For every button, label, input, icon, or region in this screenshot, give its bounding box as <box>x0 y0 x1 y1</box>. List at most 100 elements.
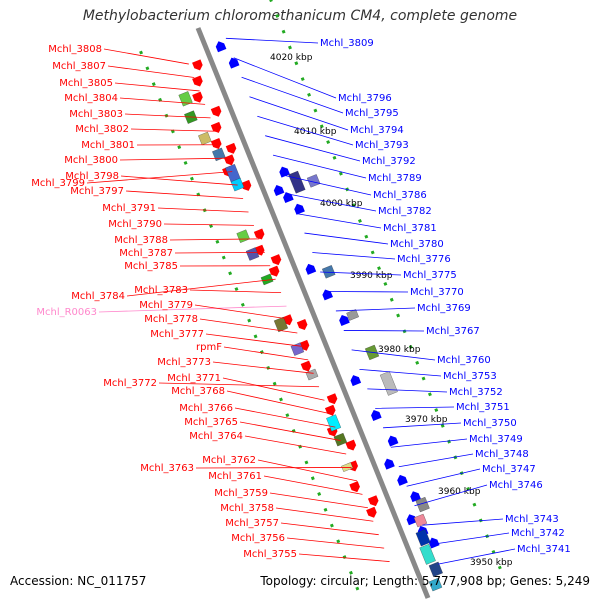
genome-backbone <box>195 27 431 599</box>
right-gene-label: Mchl_3749 <box>469 434 523 445</box>
feature-block <box>236 229 250 243</box>
forward-gene-arrow <box>324 404 336 416</box>
label-leader-line <box>280 174 372 196</box>
feature-block <box>260 273 274 286</box>
label-leader-line <box>390 438 468 448</box>
right-gene-label: Mchl_3775 <box>403 270 457 281</box>
reverse-gene-arrow <box>387 435 399 447</box>
kbp-label: 4020 kbp <box>270 53 313 63</box>
label-leader-line <box>169 238 260 241</box>
reverse-gene-arrow <box>305 263 317 275</box>
label-leader-line <box>414 484 488 507</box>
feature-block <box>305 368 319 381</box>
reverse-gene-arrow <box>283 192 294 204</box>
right-gene-label: Mchl_3770 <box>410 287 464 298</box>
label-leader-line <box>226 390 330 415</box>
label-leader-line <box>212 361 314 374</box>
label-leader-line <box>359 368 442 377</box>
right-gene-label: Mchl_3753 <box>443 371 497 382</box>
right-gene-label: Mchl_3767 <box>426 326 480 337</box>
left-gene-label: Mchl_3771 <box>167 373 221 384</box>
left-gene-label: Mchl_3799 <box>31 178 85 189</box>
reverse-gene-arrow <box>228 57 240 69</box>
label-leader-line <box>298 553 390 562</box>
label-leader-line <box>312 252 396 260</box>
feature-block <box>413 513 428 528</box>
forward-gene-arrow <box>349 481 360 493</box>
right-gene-label: Mchl_3750 <box>463 418 517 429</box>
label-leader-line <box>225 37 319 44</box>
feature-block <box>415 529 431 547</box>
label-leader-line <box>398 453 474 468</box>
left-gene-label: Mchl_3772 <box>103 378 157 389</box>
reverse-gene-arrow <box>406 514 418 526</box>
left-gene-label: Mchl_3762 <box>202 455 256 466</box>
feature-block <box>230 177 245 192</box>
label-leader-line <box>119 157 227 161</box>
left-gene-label: Mchl_3788 <box>114 235 168 246</box>
label-leader-line <box>249 96 349 131</box>
forward-gene-arrow <box>223 154 235 166</box>
label-leader-line <box>275 507 374 522</box>
label-leader-line <box>199 318 298 334</box>
feature-block <box>212 147 226 162</box>
right-gene-label: Mchl_3747 <box>482 464 536 475</box>
label-leader-line <box>406 468 481 487</box>
right-gene-label: Mchl_3751 <box>456 402 510 413</box>
left-gene-label: Mchl_3765 <box>184 417 238 428</box>
label-leader-line <box>205 333 303 347</box>
kbp-label: 3980 kbp <box>378 345 421 355</box>
reverse-gene-arrow <box>428 537 440 549</box>
left-gene-label: Mchl_3777 <box>150 329 204 340</box>
feature-block <box>322 265 336 279</box>
right-gene-label: Mchl_3794 <box>350 125 404 136</box>
label-leader-line <box>351 349 436 361</box>
left-gene-label: Mchl_3807 <box>52 61 106 72</box>
tick-track-right <box>269 0 502 570</box>
left-gene-label: Mchl_3759 <box>214 488 268 499</box>
label-leader-line <box>272 154 367 179</box>
left-gene-label: Mchl_3755 <box>243 549 297 560</box>
label-leader-line <box>328 291 409 293</box>
right-gene-label: Mchl_3743 <box>505 514 559 525</box>
label-leader-line <box>189 289 282 294</box>
label-leader-line <box>114 82 200 92</box>
left-gene-label: Mchl_3800 <box>64 155 118 166</box>
forward-gene-arrow <box>210 105 222 117</box>
label-leader-line <box>174 251 265 254</box>
label-leader-line <box>107 65 195 78</box>
label-leader-line <box>280 522 379 536</box>
left-gene-label: Mchl_3768 <box>171 386 225 397</box>
left-gene-label: Mchl_3801 <box>81 140 135 151</box>
left-gene-label: Mchl_3803 <box>69 109 123 120</box>
label-leader-line <box>239 421 341 441</box>
label-leader-line <box>296 213 382 229</box>
label-leader-line <box>304 232 389 245</box>
forward-gene-arrow <box>366 506 377 518</box>
reverse-gene-arrow <box>384 458 395 470</box>
forward-gene-arrow <box>367 495 379 507</box>
label-leader-line <box>120 175 238 186</box>
left-gene-label: Mchl_3804 <box>64 93 118 104</box>
label-leader-line <box>265 135 361 162</box>
feature-block <box>333 432 348 447</box>
label-leader-line <box>343 330 425 332</box>
right-gene-label: Mchl_3786 <box>373 190 427 201</box>
right-gene-label: Mchl_3789 <box>368 173 422 184</box>
reverse-gene-arrow <box>339 315 350 326</box>
forward-gene-arrow <box>192 59 203 71</box>
label-leader-line <box>126 278 276 297</box>
left-gene-label: Mchl_3773 <box>157 357 211 368</box>
label-leader-line <box>286 537 385 549</box>
label-leader-line <box>320 271 402 276</box>
kbp-label: 3960 kbp <box>438 487 481 497</box>
left-gene-label: Mchl_3784 <box>71 291 125 302</box>
right-gene-label: Mchl_3796 <box>338 93 392 104</box>
left-gene-label: Mchl_3779 <box>139 300 193 311</box>
forward-gene-arrow <box>268 265 280 277</box>
label-leader-line <box>124 113 211 119</box>
right-gene-label: Mchl_3760 <box>437 355 491 366</box>
label-leader-line <box>375 406 455 409</box>
